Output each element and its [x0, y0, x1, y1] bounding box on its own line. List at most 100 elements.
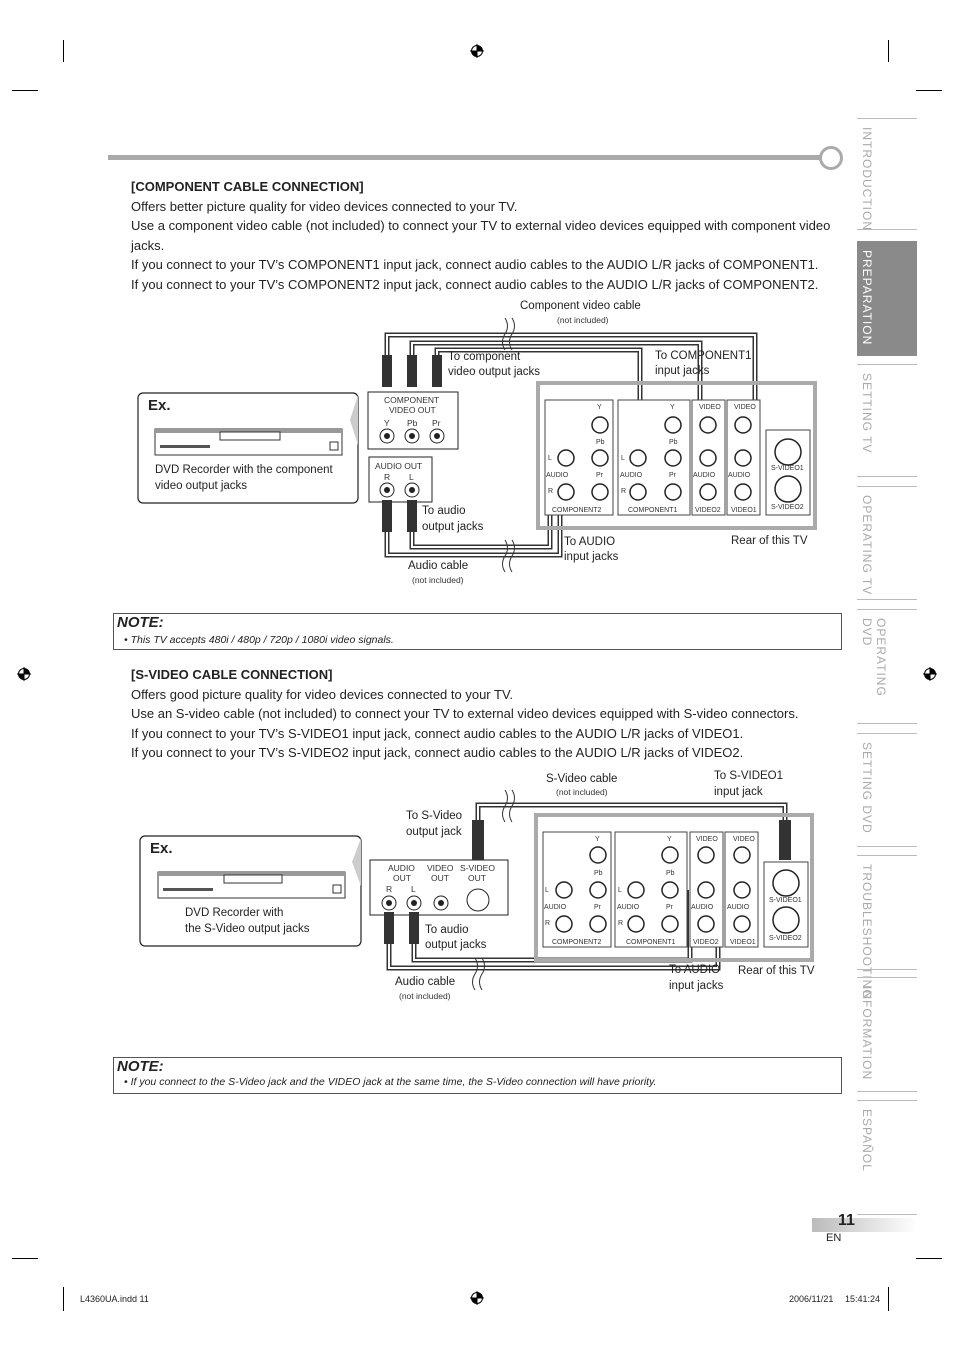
callout: To COMPONENT1: [655, 350, 752, 362]
section-title-component: [COMPONENT CABLE CONNECTION]: [131, 179, 364, 194]
callout: input jacks: [669, 980, 724, 992]
dvd-recorder-box: [137, 392, 359, 504]
tv-jack-label: R: [621, 488, 627, 495]
page-number: 11: [838, 1212, 855, 1229]
tv-jack-label: R: [548, 488, 554, 495]
tv-jack-label: Y: [597, 404, 602, 411]
callout: To AUDIO: [564, 536, 616, 548]
tv-jack-label: R: [545, 920, 551, 927]
body-line: If you connect to your TV’s S-VIDEO1 inp…: [131, 725, 744, 741]
tab-operating-tv[interactable]: OPERATING TV: [857, 486, 917, 600]
callout: input jacks: [655, 365, 710, 377]
panel-title: AUDIO OUT: [375, 461, 423, 471]
panel-title: COMPONENT: [384, 395, 440, 405]
tab-introduction[interactable]: INTRODUCTION: [857, 118, 917, 231]
tv-jack-label: VIDEO2: [693, 939, 719, 946]
note-title: NOTE:: [117, 1058, 164, 1075]
page-number-bar: [812, 1218, 917, 1232]
body-line: Use a component video cable (not include…: [131, 218, 831, 253]
note-text: • This TV accepts 480i / 480p / 720p / 1…: [124, 634, 394, 646]
tv-jack-label: S-VIDEO2: [771, 504, 804, 511]
jack-label: L: [409, 472, 414, 482]
registration-mark-icon: [470, 44, 484, 58]
tv-jack-label: L: [621, 455, 625, 462]
tab-label: INTRODUCTION: [860, 127, 874, 231]
crop-mark: [63, 40, 64, 62]
tab-setting-dvd[interactable]: SETTING DVD: [857, 733, 917, 847]
jack-label: R: [384, 472, 391, 482]
panel-title: AUDIO: [388, 863, 415, 873]
device-label: video output jacks: [155, 480, 248, 492]
jack-label: Y: [384, 418, 390, 428]
tv-jack-label: VIDEO: [696, 836, 718, 843]
tab-espanol[interactable]: ESPAÑOL: [857, 1100, 917, 1215]
callout: output jacks: [425, 939, 487, 951]
note-box: NOTE: • This TV accepts 480i / 480p / 72…: [113, 613, 842, 650]
tv-jack-label: AUDIO: [617, 904, 640, 911]
panel-title: S-VIDEO: [460, 863, 495, 873]
section-title-svideo: [S-VIDEO CABLE CONNECTION]: [131, 667, 333, 682]
cable-note: (not included): [557, 315, 609, 325]
callout: To S-VIDEO1: [714, 770, 784, 782]
tab-troubleshooting[interactable]: TROUBLESHOOTING: [857, 855, 917, 1000]
panel-title: VIDEO: [427, 863, 454, 873]
tv-jack-label: R: [618, 920, 624, 927]
device-label: DVD Recorder with the component: [155, 464, 333, 476]
registration-mark-icon: [17, 667, 31, 681]
tab-label: SETTING TV: [860, 373, 874, 454]
page-lang: EN: [826, 1232, 842, 1244]
device-label: the S-Video output jacks: [185, 923, 310, 935]
footer-time: 15:41:24: [845, 1294, 881, 1304]
tv-jack-label: Y: [670, 404, 675, 411]
callout: To component: [448, 351, 521, 363]
callout: input jack: [714, 786, 763, 798]
rear-label: Rear of this TV: [731, 535, 808, 547]
tv-jack-label: Pr: [669, 472, 676, 479]
tab-information[interactable]: INFORMATION: [857, 977, 917, 1092]
tv-jack-label: COMPONENT1: [628, 507, 678, 514]
rear-label: Rear of this TV: [738, 965, 815, 977]
tv-jack-label: Pr: [594, 904, 601, 911]
tab-preparation[interactable]: PREPARATION: [857, 241, 917, 356]
tv-jack-label: VIDEO: [733, 836, 755, 843]
tv-jack-label: AUDIO: [728, 472, 751, 479]
crop-mark: [888, 1287, 889, 1311]
jack-label: Pr: [432, 418, 441, 428]
header-circle-icon: [819, 146, 843, 170]
section-body-svideo: Offers good picture quality for video de…: [131, 685, 851, 763]
jack-label: Pb: [407, 418, 418, 428]
panel-title: VIDEO OUT: [389, 405, 436, 415]
tab-operating-dvd[interactable]: OPERATING DVD: [857, 609, 917, 724]
section-body-component: Offers better picture quality for video …: [131, 197, 851, 294]
tv-jack-label: VIDEO1: [731, 507, 757, 514]
example-label: Ex.: [148, 397, 171, 414]
tv-jack-label: COMPONENT2: [552, 939, 602, 946]
body-line: If you connect to your TV’s S-VIDEO2 inp…: [131, 745, 744, 761]
body-line: If you connect to your TV’s COMPONENT1 i…: [131, 257, 819, 273]
tv-jack-label: L: [545, 887, 549, 894]
tv-jack-label: VIDEO2: [695, 507, 721, 514]
tv-jack-label: L: [548, 455, 552, 462]
tv-jack-label: S-VIDEO1: [769, 897, 802, 904]
tab-label: PREPARATION: [860, 250, 874, 346]
body-line: Offers better picture quality for video …: [131, 199, 518, 214]
tab-label: OPERATING TV: [860, 495, 874, 596]
footer-file: L4360UA.indd 11: [80, 1294, 149, 1304]
note-box: NOTE: • If you connect to the S-Video ja…: [113, 1057, 842, 1094]
crop-mark: [12, 90, 38, 91]
callout: To audio: [425, 924, 469, 936]
tab-label: OPERATING DVD: [860, 618, 888, 697]
audio-cable-label: Audio cable: [395, 976, 456, 988]
callout: video output jacks: [448, 366, 541, 378]
note-text: • If you connect to the S-Video jack and…: [124, 1076, 657, 1088]
jack-label: L: [411, 884, 416, 894]
tv-jack-label: Y: [667, 836, 672, 843]
crop-mark: [63, 1287, 64, 1311]
tv-jack-label: L: [618, 887, 622, 894]
tab-setting-tv[interactable]: SETTING TV: [857, 364, 917, 477]
tab-label: ESPAÑOL: [860, 1109, 874, 1172]
example-label: Ex.: [150, 840, 173, 857]
footer-date: 2006/11/21: [789, 1294, 834, 1304]
tv-jack-label: S-VIDEO2: [769, 935, 802, 942]
